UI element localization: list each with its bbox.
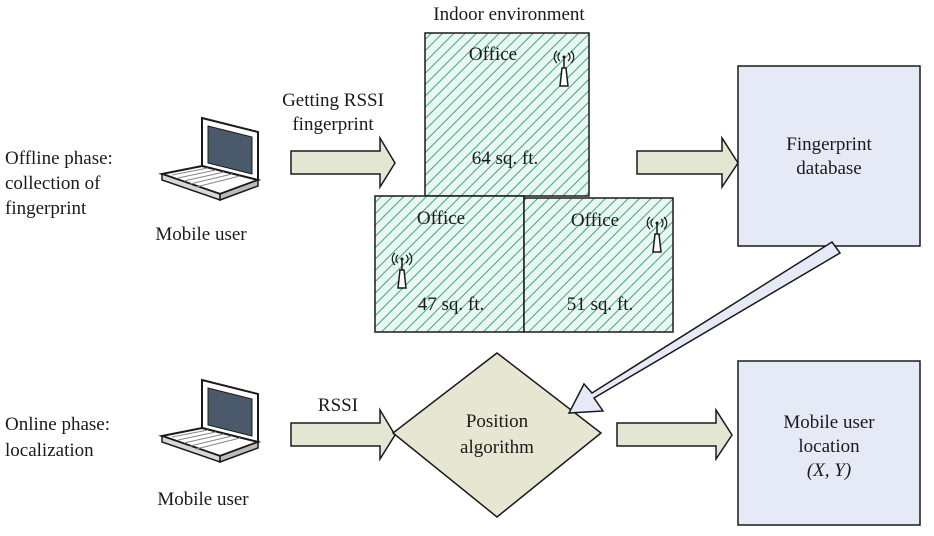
location-line-2: location [798,436,860,457]
offline-line-1: Offline phase: [5,148,113,169]
offline-phase-label: Offline phase: collection of fingerprint [5,146,113,221]
mobile-user-offline-label: Mobile user [155,224,247,245]
position-algorithm-label: Position algorithm [432,409,562,461]
arrow-to-location [616,407,733,462]
database-line-2: database [796,158,862,179]
getting-rssi-line-1: Getting RSSI [282,90,384,111]
office-47-area: 47 sq. ft. [417,294,485,315]
arrow-database-to-algorithm [567,240,842,414]
mobile-user-online-label: Mobile user [157,489,249,510]
algorithm-line-1: Position [465,411,529,432]
getting-rssi-line-2: fingerprint [292,114,374,135]
office-51-label: Office [570,210,620,231]
online-phase-label: Online phase: localization [5,412,110,464]
getting-rssi-label: Getting RSSI fingerprint [268,89,398,137]
rssi-label: RSSI [317,395,359,416]
online-line-2: localization [5,440,94,461]
office-64-room [424,32,590,197]
offline-line-2: collection of [5,173,101,194]
position-algorithm-diamond [391,352,603,518]
office-64-label: Office [468,44,518,65]
laptop-icon [161,117,259,201]
indoor-environment-title: Indoor environment [433,4,585,25]
arrow-getting-rssi [290,135,396,190]
office-64-area: 64 sq. ft. [471,148,539,169]
office-51-area: 51 sq. ft. [566,294,634,315]
offline-line-3: fingerprint [5,198,87,219]
office-47-label: Office [416,208,466,229]
fingerprint-database-box [737,65,921,247]
fingerprint-database-label: Fingerprint database [738,133,920,181]
arrow-to-database [636,135,739,190]
mobile-user-location-box [737,360,921,526]
algorithm-line-2: algorithm [460,437,534,458]
office-47-room [374,195,525,333]
laptop-icon [161,379,259,463]
online-line-1: Online phase: [5,414,111,435]
mobile-user-location-label: Mobile user location (X, Y) [738,411,920,483]
arrow-rssi [290,407,396,462]
location-line-1: Mobile user [783,412,875,433]
database-line-1: Fingerprint [786,134,872,155]
location-line-3: (X, Y) [806,460,852,481]
